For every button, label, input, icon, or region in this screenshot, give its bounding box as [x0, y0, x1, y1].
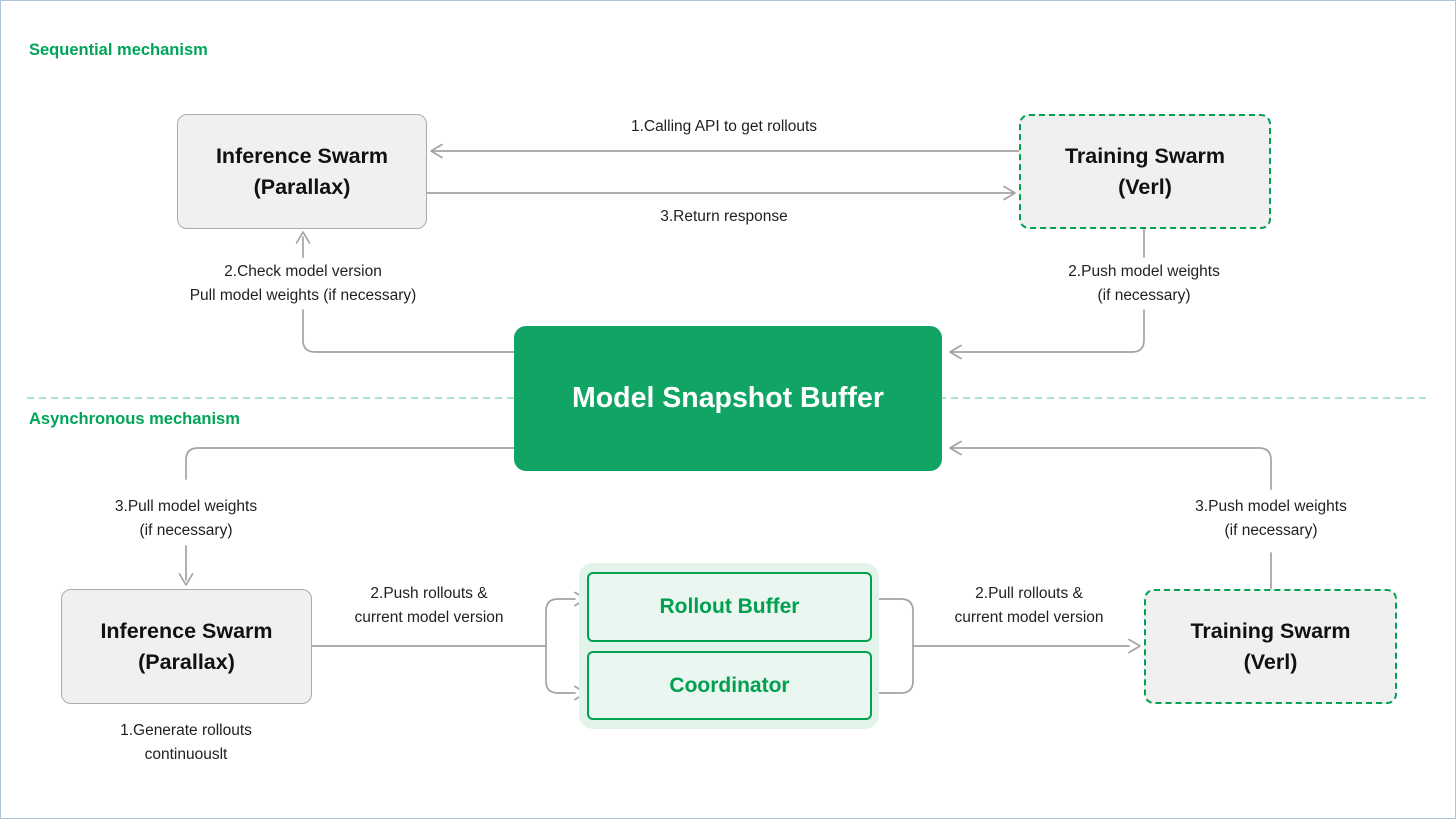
edge-seq-push-weights-line — [950, 309, 1145, 353]
section-title-sequential: Sequential mechanism — [29, 41, 208, 59]
label-seq-check-pull: 2.Check model version Pull model weights… — [189, 263, 417, 304]
edge-async-pull-weights-line — [185, 447, 515, 480]
label-async-pull-weights: 3.Pull model weights (if necessary) — [114, 498, 258, 539]
node-async-inference-swarm: Inference Swarm (Parallax) — [61, 589, 312, 704]
arrowhead-left-seq-push-weights — [949, 344, 962, 360]
arrowhead-right-seq-return-response — [1003, 185, 1016, 201]
node-seq-training-swarm: Training Swarm (Verl) — [1019, 114, 1271, 229]
arrowhead-up-seq-check-pull — [295, 231, 311, 244]
label-async-pull-rollouts: 2.Pull rollouts & current model version — [954, 585, 1104, 626]
label-seq-push-weights: 2.Push model weights (if necessary) — [1068, 263, 1220, 304]
node-rollout-buffer: Rollout Buffer — [587, 572, 872, 642]
edge-seq-check-pull-line — [302, 309, 515, 353]
arrowhead-down-async-pull-weights — [178, 573, 194, 586]
section-title-asynchronous: Asynchronous mechanism — [29, 410, 240, 428]
label-async-push-weights: 3.Push model weights (if necessary) — [1195, 498, 1347, 539]
node-model-snapshot-buffer: Model Snapshot Buffer — [514, 326, 942, 471]
label-async-push-rollouts: 2.Push rollouts & current model version — [354, 585, 504, 626]
edge-async-push-weights-line — [950, 447, 1272, 490]
node-coordinator: Coordinator — [587, 651, 872, 720]
node-seq-inference-swarm: Inference Swarm (Parallax) — [177, 114, 427, 229]
node-async-training-swarm: Training Swarm (Verl) — [1144, 589, 1397, 704]
edge-async-bracket-left-bottom — [545, 645, 576, 694]
arrowhead-left-seq-calling-api — [430, 143, 443, 159]
edge-async-bracket-left-top — [545, 598, 576, 647]
label-async-generate-rollouts: 1.Generate rollouts continuouslt — [120, 722, 252, 763]
arrowhead-right-async-training — [1128, 638, 1141, 654]
label-seq-calling-api: 1.Calling API to get rollouts — [630, 118, 818, 135]
arrowhead-left-async-push-weights — [949, 440, 962, 456]
label-seq-return-response: 3.Return response — [660, 208, 788, 225]
